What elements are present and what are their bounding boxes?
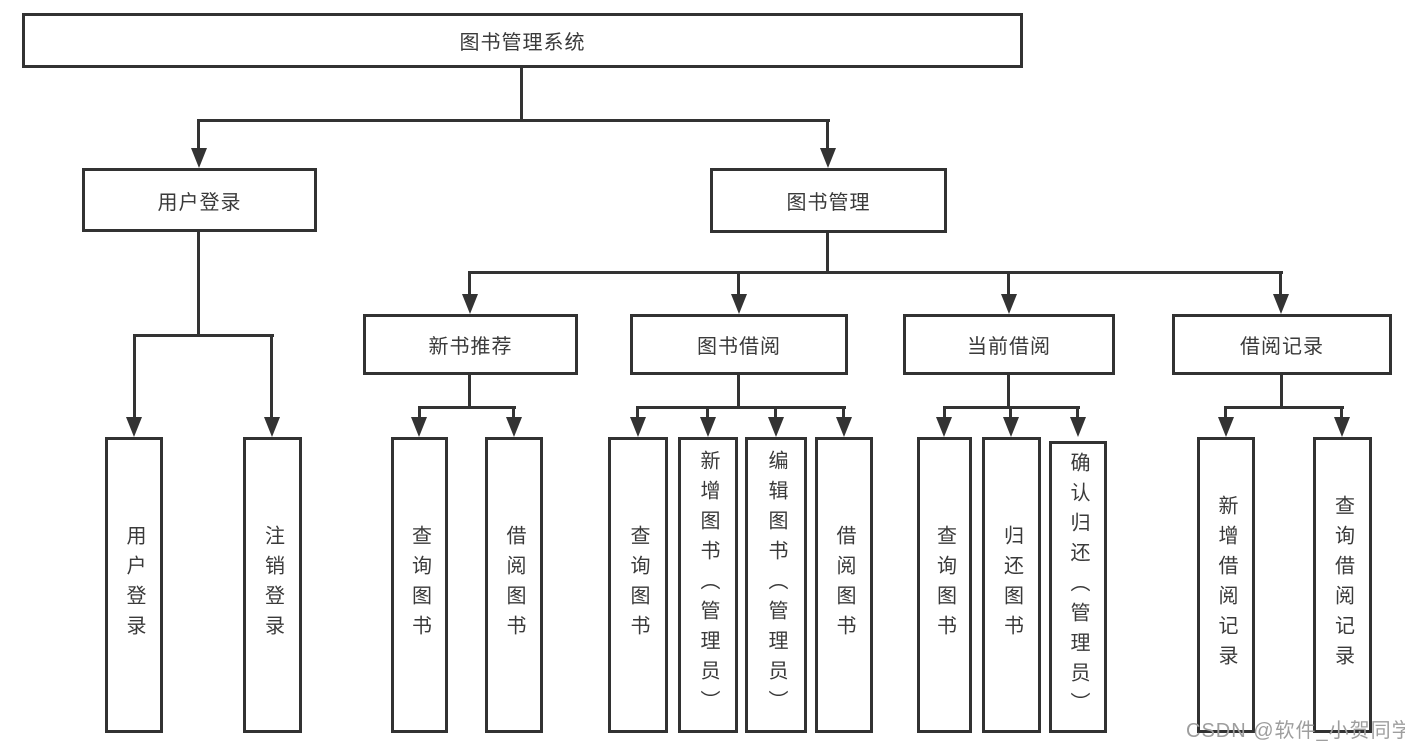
arrowhead-down-icon <box>1273 294 1289 314</box>
connector-hline <box>636 406 846 409</box>
leaf-add-borrow-record: 新增借阅记录 <box>1197 437 1255 733</box>
connector-vline <box>270 334 273 419</box>
leaf-edit-books-admin-label: 编辑图书（管理员） <box>765 450 787 720</box>
arrowhead-down-icon <box>836 417 852 437</box>
connector-vline <box>1340 406 1343 419</box>
connector-vline <box>1076 406 1079 419</box>
connector-vline <box>826 233 829 273</box>
arrowhead-down-icon <box>411 417 427 437</box>
connector-hline <box>1224 406 1344 409</box>
leaf-return-books: 归还图书 <box>982 437 1041 733</box>
node-user-login-label: 用户登录 <box>157 191 242 214</box>
leaf-borrow-books-2: 借阅图书 <box>815 437 873 733</box>
connector-vline <box>1007 271 1010 297</box>
node-root-label: 图书管理系统 <box>459 32 586 54</box>
connector-vline <box>133 334 136 419</box>
arrowhead-down-icon <box>506 417 522 437</box>
arrowhead-down-icon <box>264 417 280 437</box>
connector-vline <box>418 406 421 419</box>
leaf-logout-login: 注销登录 <box>243 437 302 733</box>
connector-hline <box>468 271 1283 274</box>
leaf-query-books-3: 查询图书 <box>917 437 972 733</box>
leaf-query-books-1: 查询图书 <box>391 437 448 733</box>
leaf-query-books-3-label: 查询图书 <box>933 525 956 645</box>
node-borrowing-records: 借阅记录 <box>1172 314 1392 375</box>
node-current-borrowing: 当前借阅 <box>903 314 1115 375</box>
arrowhead-down-icon <box>700 417 716 437</box>
connector-vline <box>197 119 200 150</box>
node-current-borrowing-label: 当前借阅 <box>967 336 1051 358</box>
leaf-edit-books-admin: 编辑图书（管理员） <box>745 437 807 733</box>
connector-vline <box>943 406 946 419</box>
arrowhead-down-icon <box>1001 294 1017 314</box>
node-book-borrowing-label: 图书借阅 <box>697 336 781 358</box>
leaf-confirm-return-admin: 确认归还（管理员） <box>1049 441 1107 733</box>
node-new-book-recommend: 新书推荐 <box>363 314 578 375</box>
arrowhead-down-icon <box>936 417 952 437</box>
leaf-return-books-label: 归还图书 <box>1000 525 1023 645</box>
arrowhead-down-icon <box>1218 417 1234 437</box>
leaf-add-books-admin: 新增图书（管理员） <box>678 437 738 733</box>
arrowhead-down-icon <box>126 417 142 437</box>
node-book-management-label: 图书管理 <box>786 192 871 214</box>
connector-hline <box>197 119 830 122</box>
leaf-query-books-1-label: 查询图书 <box>408 525 431 645</box>
connector-vline <box>197 232 200 336</box>
arrowhead-down-icon <box>191 148 207 168</box>
arrowhead-down-icon <box>820 148 836 168</box>
connector-hline <box>133 334 274 337</box>
connector-vline <box>842 406 845 419</box>
leaf-user-login-label: 用户登录 <box>123 525 145 645</box>
connector-vline <box>774 406 777 419</box>
leaf-query-books-2-label: 查询图书 <box>627 525 649 645</box>
connector-vline <box>468 271 471 297</box>
leaf-add-borrow-record-label: 新增借阅记录 <box>1215 495 1237 675</box>
connector-vline <box>706 406 709 419</box>
leaf-confirm-return-admin-label: 确认归还（管理员） <box>1067 452 1089 722</box>
connector-vline <box>737 271 740 297</box>
leaf-query-books-2: 查询图书 <box>608 437 668 733</box>
arrowhead-down-icon <box>731 294 747 314</box>
arrowhead-down-icon <box>1070 417 1086 437</box>
leaf-logout-login-label: 注销登录 <box>261 525 284 645</box>
connector-vline <box>826 119 829 150</box>
leaf-user-login: 用户登录 <box>105 437 163 733</box>
connector-vline <box>1280 374 1283 408</box>
arrowhead-down-icon <box>768 417 784 437</box>
node-new-book-recommend-label: 新书推荐 <box>428 336 513 358</box>
connector-vline <box>520 68 523 121</box>
arrowhead-down-icon <box>630 417 646 437</box>
node-root: 图书管理系统 <box>22 13 1023 68</box>
arrowhead-down-icon <box>1334 417 1350 437</box>
leaf-borrow-books-1-label: 借阅图书 <box>503 525 525 645</box>
connector-vline <box>1279 271 1282 297</box>
node-book-borrowing: 图书借阅 <box>630 314 848 375</box>
watermark: CSDN @软件_小贺同学 <box>1186 720 1405 742</box>
connector-vline <box>737 374 740 408</box>
arrowhead-down-icon <box>1003 417 1019 437</box>
leaf-query-borrow-record-label: 查询借阅记录 <box>1331 495 1354 675</box>
node-book-management: 图书管理 <box>710 168 947 233</box>
leaf-borrow-books-2-label: 借阅图书 <box>833 525 855 645</box>
connector-vline <box>1224 406 1227 419</box>
connector-vline <box>636 406 639 419</box>
leaf-query-borrow-record: 查询借阅记录 <box>1313 437 1372 733</box>
connector-vline <box>512 406 515 419</box>
connector-vline <box>1007 374 1010 408</box>
node-user-login: 用户登录 <box>82 168 317 232</box>
arrowhead-down-icon <box>462 294 478 314</box>
connector-vline <box>468 374 471 408</box>
connector-vline <box>1009 406 1012 419</box>
connector-hline <box>418 406 516 409</box>
leaf-borrow-books-1: 借阅图书 <box>485 437 543 733</box>
node-borrowing-records-label: 借阅记录 <box>1240 336 1324 358</box>
leaf-add-books-admin-label: 新增图书（管理员） <box>697 450 719 720</box>
